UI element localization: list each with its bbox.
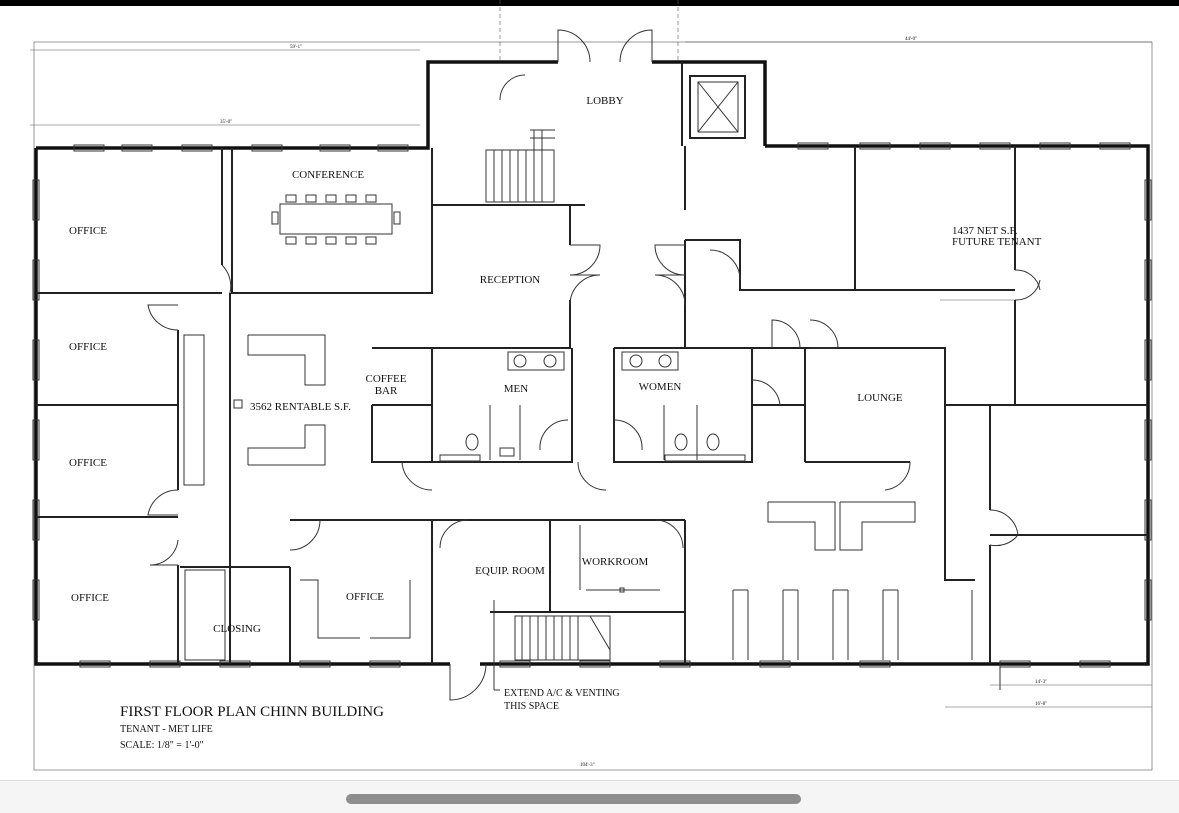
dimension-lines	[30, 0, 1152, 708]
dim-right-b: 16'-8"	[1035, 702, 1047, 707]
conference-table	[271, 194, 401, 245]
dim-upper-left: 35'-0"	[220, 120, 232, 125]
floor-plan-drawing: 59'-1" 35'-0" 44'-0" 104'-3" 14'-3" 16'-…	[30, 0, 1153, 771]
scrollbar-thumb[interactable]	[346, 794, 801, 804]
workstations	[183, 334, 916, 661]
label-closing: CLOSING	[213, 623, 261, 635]
stairs-upper	[485, 129, 555, 203]
interior-walls-right	[685, 146, 1148, 664]
label-workroom: WORKROOM	[582, 556, 649, 568]
elevator-shaft	[689, 75, 746, 139]
note-extend-ac: EXTEND A/C & VENTING	[504, 688, 620, 699]
dim-top-right: 44'-0"	[905, 37, 917, 42]
label-rentable-sf: 3562 RENTABLE S.F.	[250, 401, 351, 413]
dim-overall: 104'-3"	[580, 763, 595, 768]
misc-marks	[233, 399, 1001, 691]
label-men: MEN	[504, 383, 529, 395]
plan-title: FIRST FLOOR PLAN CHINN BUILDING	[120, 704, 384, 720]
label-conference: CONFERENCE	[292, 169, 364, 181]
plan-scale: SCALE: 1/8" = 1'-0"	[120, 740, 204, 751]
label-office-5: OFFICE	[346, 591, 384, 603]
label-lounge: LOUNGE	[857, 392, 902, 404]
horizontal-scrollbar[interactable]	[0, 780, 1179, 813]
door-swings	[147, 29, 1041, 701]
label-reception: RECEPTION	[480, 274, 541, 286]
plan-tenant: TENANT - MET LIFE	[120, 724, 213, 735]
dim-right-a: 14'-3"	[1035, 680, 1047, 685]
label-office-1: OFFICE	[69, 225, 107, 237]
label-office-3: OFFICE	[69, 457, 107, 469]
label-future-tenant: FUTURE TENANT	[952, 236, 1042, 248]
drawing-border	[33, 41, 1153, 771]
label-office-4: OFFICE	[71, 592, 109, 604]
label-bar: BAR	[375, 385, 398, 397]
restroom-fixtures	[439, 351, 746, 462]
note-this-space: THIS SPACE	[504, 701, 559, 712]
exterior-walls	[32, 60, 1152, 668]
dim-top-left: 59'-1"	[290, 45, 302, 50]
label-office-2: OFFICE	[69, 341, 107, 353]
label-coffee: COFFEE	[366, 373, 407, 385]
label-lobby: LOBBY	[586, 95, 623, 107]
top-edge-bar	[0, 0, 1179, 6]
label-net-sf: 1437 NET S.F.	[952, 225, 1018, 237]
stairs-lower	[514, 615, 611, 661]
label-women: WOMEN	[639, 381, 682, 393]
label-equip-room: EQUIP. ROOM	[475, 565, 545, 577]
interior-walls-core	[431, 146, 753, 664]
